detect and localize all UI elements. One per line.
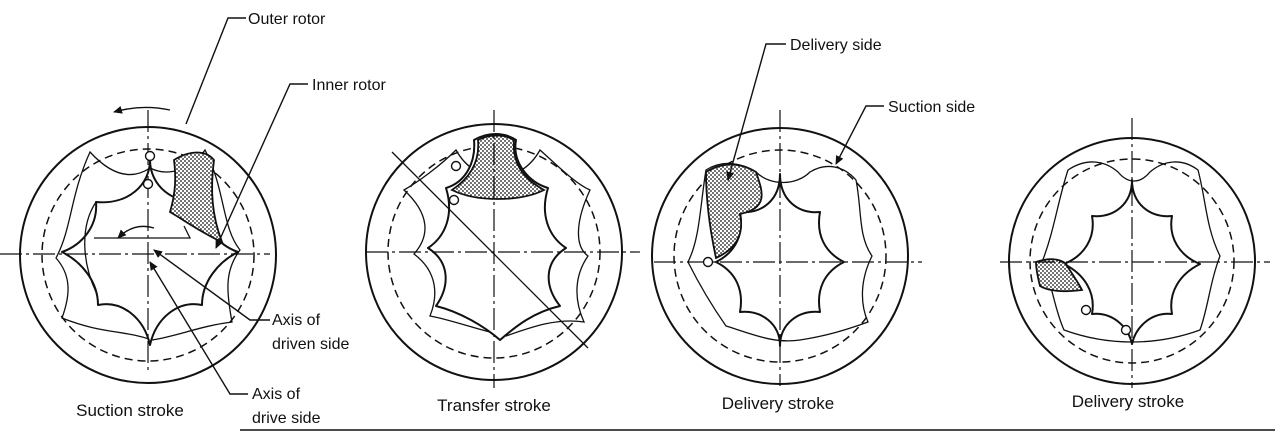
- oil-hole: [448, 194, 460, 206]
- caption-delivery-stroke-1: Delivery stroke: [722, 394, 834, 413]
- delivery-side-leader: [726, 43, 786, 181]
- stage-suction: [0, 105, 277, 384]
- oil-hole: [702, 256, 714, 268]
- stage-delivery-1: [651, 110, 922, 386]
- outer-rotor-label: Outer rotor: [248, 11, 326, 28]
- axis-drive-label-2: drive side: [252, 410, 321, 427]
- stage-transfer: [365, 110, 640, 388]
- rotor-contour-line: [84, 201, 97, 293]
- stage-delivery-2: [1000, 118, 1270, 388]
- pump-chamber-shaded: [705, 163, 763, 260]
- axis-drive-label-1: Axis of: [252, 386, 301, 403]
- oil-hole: [1120, 324, 1132, 336]
- axis-drive-leader: [149, 261, 248, 395]
- outer-rotor-ring: [687, 162, 873, 342]
- driven-axis-marker: [94, 225, 192, 239]
- rotation-arrow-inner: [117, 225, 155, 239]
- oil-hole: [450, 160, 462, 172]
- inner-rotor-leader: [215, 83, 308, 249]
- caption-delivery-stroke-2: Delivery stroke: [1072, 392, 1184, 411]
- rotation-arrow-outer: [113, 105, 171, 114]
- oil-hole: [144, 150, 156, 162]
- suction-side-leader: [835, 105, 884, 165]
- pump-chamber-shaded: [450, 134, 546, 200]
- caption-suction-stroke: Suction stroke: [76, 401, 184, 420]
- pump-chamber-shaded: [1035, 258, 1084, 293]
- inner-rotor-label: Inner rotor: [312, 77, 386, 94]
- axis-driven-leader: [153, 249, 270, 321]
- outer-rotor-leader: [185, 17, 246, 125]
- caption-transfer-stroke: Transfer stroke: [437, 396, 551, 415]
- axis-driven-label-2: driven side: [272, 336, 349, 353]
- delivery-side-label: Delivery side: [790, 37, 882, 54]
- oil-hole: [1080, 304, 1092, 316]
- diagonal-axis-line: [391, 151, 589, 349]
- oil-hole: [142, 178, 154, 190]
- suction-side-label: Suction side: [888, 99, 975, 116]
- axis-driven-label-1: Axis of: [272, 312, 321, 329]
